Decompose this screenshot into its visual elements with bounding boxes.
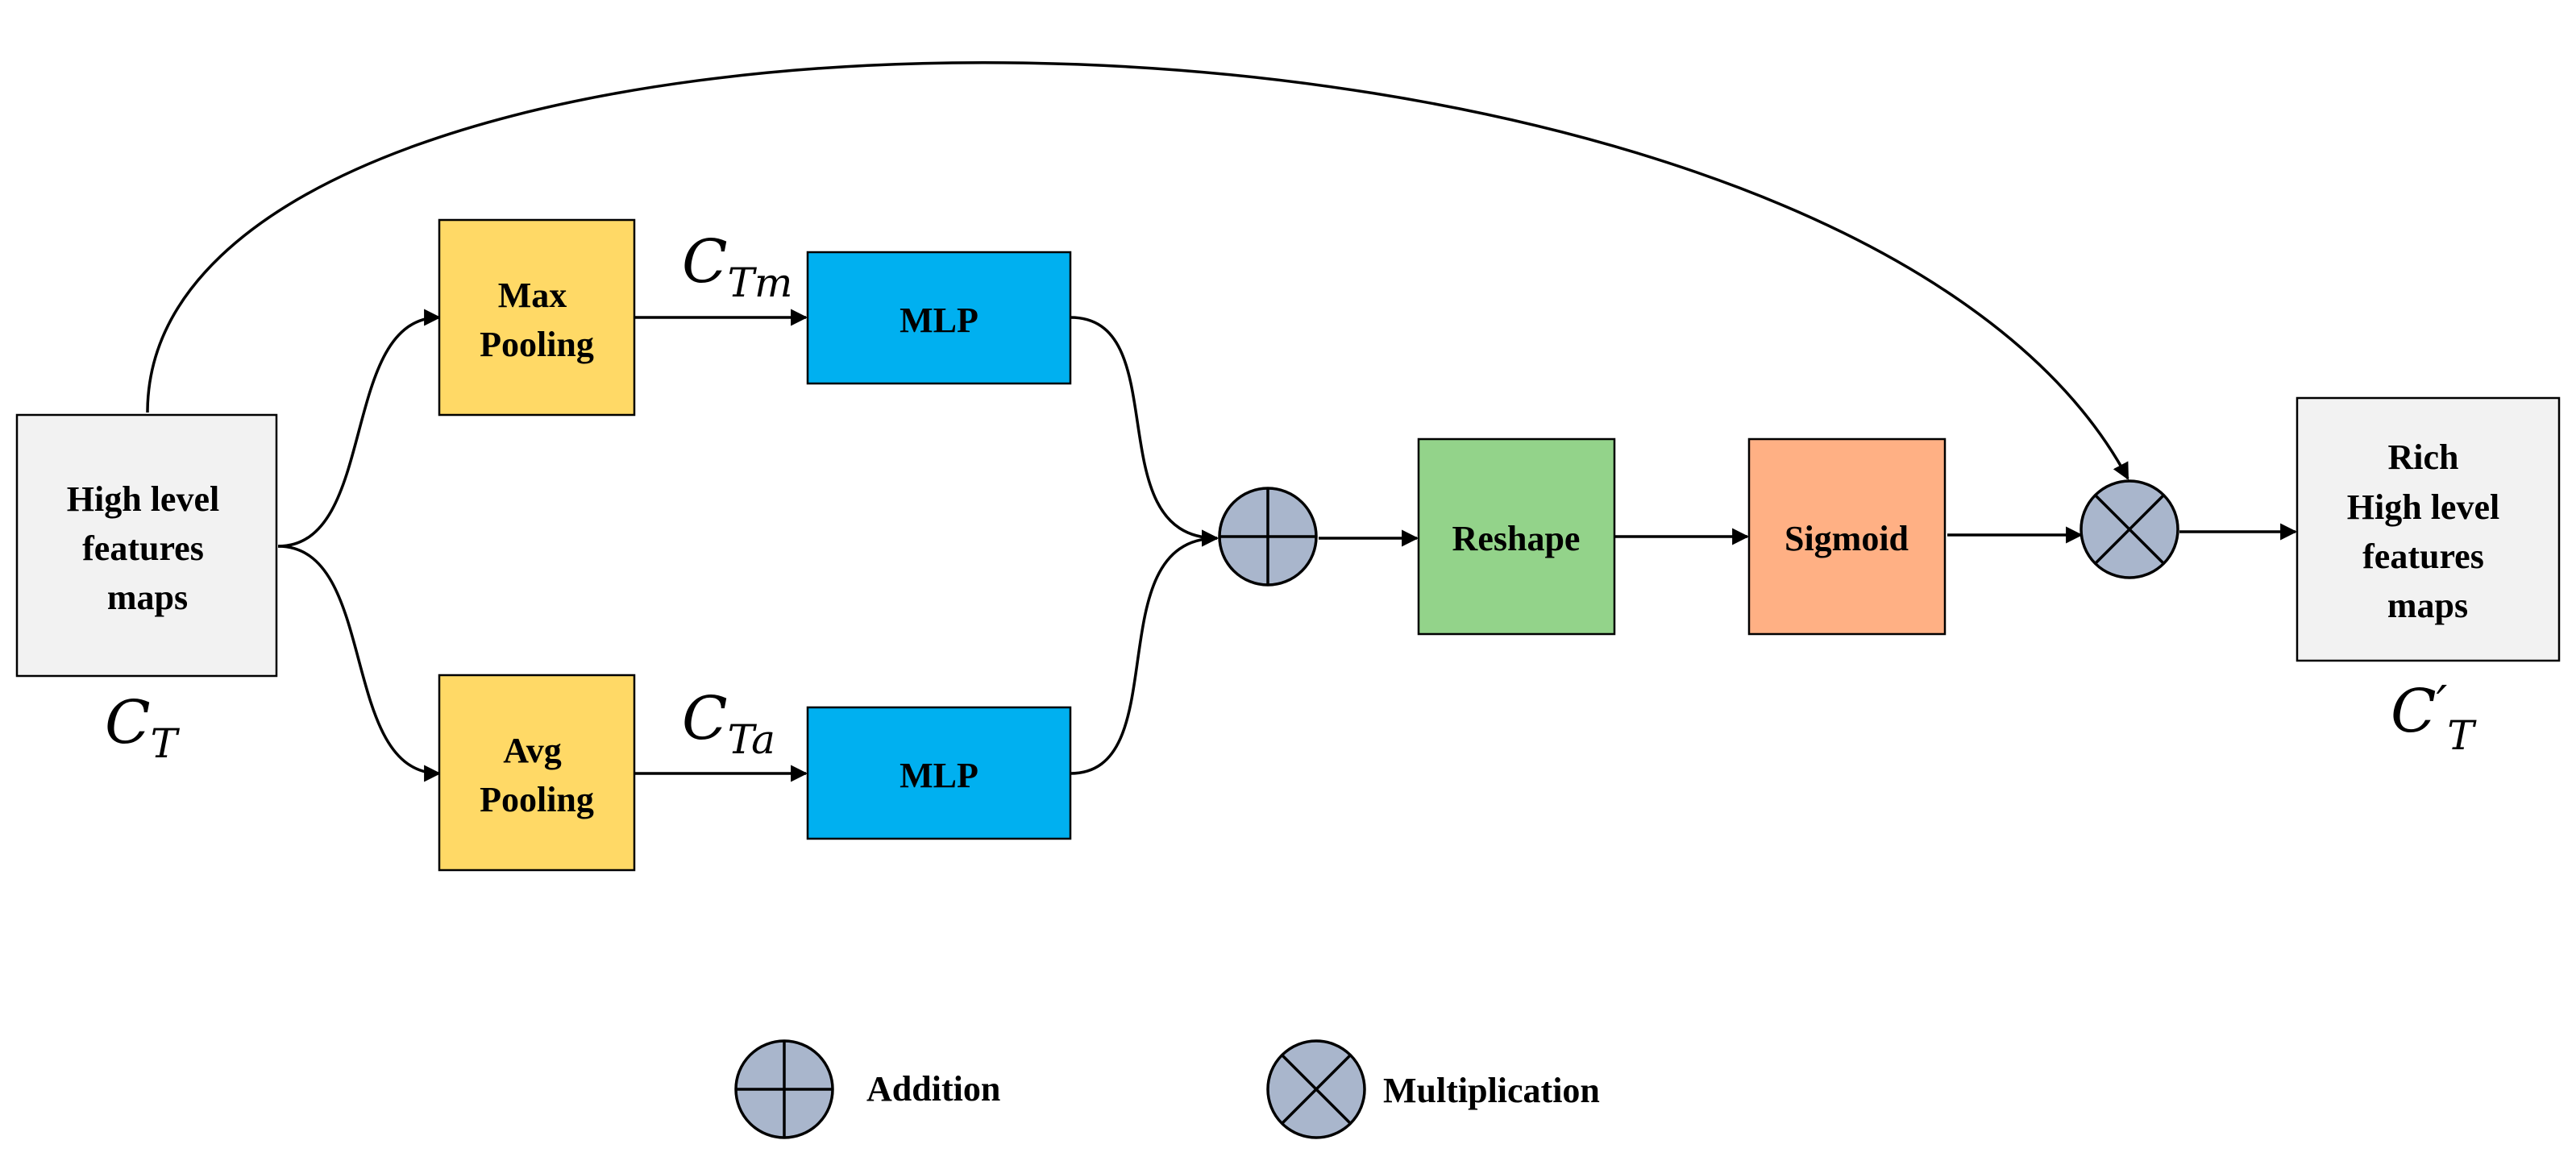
max-branch-math-label: CTm	[682, 227, 792, 306]
legend-multiplication: Multiplication	[1266, 1039, 1600, 1139]
mlp-bottom-to-addition-connector	[1070, 529, 1219, 775]
legend-addition: Addition	[734, 1039, 1000, 1139]
max-pool-node: Max Pooling	[438, 218, 636, 417]
times-diagonal-b	[2094, 494, 2165, 565]
sigmoid-node: Sigmoid	[1747, 437, 1947, 636]
output-node: Rich High level features maps	[2296, 396, 2561, 662]
input-box	[15, 413, 278, 678]
max-pool-box	[438, 218, 636, 417]
connectors	[146, 61, 2298, 782]
mlp-top-box	[806, 251, 1072, 385]
input-to-avg-pool-connector	[277, 545, 442, 782]
mlp-bottom-label: MLP	[900, 756, 978, 795]
sigmoid-box	[1747, 437, 1947, 636]
mlp-bottom-box	[806, 706, 1072, 840]
multiplication-operator	[2079, 479, 2179, 579]
input-node: High level features maps	[15, 413, 278, 678]
avg-pool-box	[438, 674, 636, 872]
reshape-node: Reshape	[1417, 437, 1616, 636]
input-label: High level features maps	[67, 479, 228, 617]
legend-multiplication-label: Multiplication	[1383, 1071, 1600, 1110]
avg-branch-math-label: CTa	[682, 684, 775, 763]
mlp-top-node: MLP	[806, 251, 1072, 385]
output-box	[2296, 396, 2561, 662]
mlp-top-to-addition-connector	[1070, 316, 1219, 547]
avg-pool-label: Avg Pooling	[480, 731, 594, 819]
sigmoid-label: Sigmoid	[1785, 519, 1909, 558]
reshape-label: Reshape	[1452, 519, 1581, 558]
addition-operator	[1218, 487, 1318, 587]
skip-connection-arc	[146, 61, 2129, 480]
mlp-top-label: MLP	[900, 301, 978, 340]
legend-addition-label: Addition	[866, 1069, 1000, 1109]
output-label: Rich High level features maps	[2347, 437, 2508, 625]
input-to-max-pool-connector	[277, 309, 442, 548]
reshape-box	[1417, 437, 1616, 636]
input-math-label: CT	[105, 688, 181, 767]
legend: Addition Multiplication	[734, 1039, 1600, 1139]
legend-times-diagonal-b	[1281, 1054, 1352, 1125]
avg-pool-node: Avg Pooling	[438, 674, 636, 872]
output-math-label: C′T	[2391, 676, 2477, 759]
max-pool-label: Max Pooling	[480, 276, 594, 364]
mlp-bottom-node: MLP	[806, 706, 1072, 840]
